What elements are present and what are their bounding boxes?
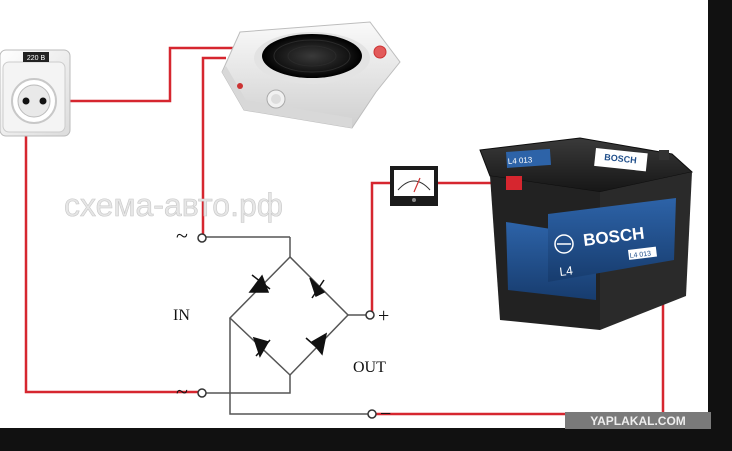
hot-plate xyxy=(262,34,362,78)
site-badge-text: YAPLAKAL.COM xyxy=(590,414,686,428)
ac-symbol-top: ~ xyxy=(176,223,188,248)
electric-stove xyxy=(221,21,401,129)
border-right xyxy=(708,0,732,451)
svg-text:BOSCH: BOSCH xyxy=(604,152,637,165)
bridge-diodes xyxy=(248,274,328,358)
battery-label-side xyxy=(548,198,676,282)
diode-top-left xyxy=(248,274,271,293)
ac-symbol-bottom: ~ xyxy=(176,379,188,404)
car-battery: BOSCH L4 L4 013 L4 013 BOSCH xyxy=(479,137,694,330)
border-bottom xyxy=(0,428,732,451)
battery-terminal-plus xyxy=(506,176,522,190)
diode-top-right xyxy=(309,277,326,299)
socket-pin-right xyxy=(39,97,47,105)
bosch-logo-icon xyxy=(554,234,574,254)
wall-socket: 220 В xyxy=(0,49,71,137)
site-badge xyxy=(565,412,711,429)
minus-symbol: − xyxy=(380,403,391,425)
wire-ac-bottom-to-bridge xyxy=(205,375,291,394)
terminals xyxy=(197,233,377,419)
battery-model: L4 xyxy=(559,263,574,279)
diode-bottom-left xyxy=(252,336,271,358)
wire-ammeter-to-bridge-plus xyxy=(370,181,390,314)
bridge-diamond xyxy=(228,255,350,377)
plus-symbol: + xyxy=(378,305,389,327)
input-label: IN xyxy=(173,307,190,324)
wire-socket-to-stove xyxy=(46,46,248,103)
terminal-plus xyxy=(365,310,375,320)
wire-socket-to-bridge-ac-bottom xyxy=(24,101,200,394)
terminal-minus xyxy=(367,409,377,419)
terminal-ac-top xyxy=(197,233,207,243)
battery-code-top: L4 013 xyxy=(508,155,534,166)
socket-voltage-label: 220 В xyxy=(27,55,46,62)
battery-code-side: L4 013 xyxy=(629,250,651,260)
socket-pin-left xyxy=(22,97,30,105)
wire-stove-to-bridge-ac-top xyxy=(201,56,226,237)
bridge-wires xyxy=(205,236,370,415)
battery-terminal-minus xyxy=(659,150,669,160)
wire-bridge-to-minus xyxy=(229,318,370,415)
output-label: OUT xyxy=(353,359,386,376)
power-indicator-icon xyxy=(237,83,243,89)
diode-bottom-right xyxy=(305,332,328,356)
ammeter xyxy=(390,166,438,206)
terminal-ac-bottom xyxy=(197,388,207,398)
watermark-text: схема-авто.рф xyxy=(64,187,283,223)
